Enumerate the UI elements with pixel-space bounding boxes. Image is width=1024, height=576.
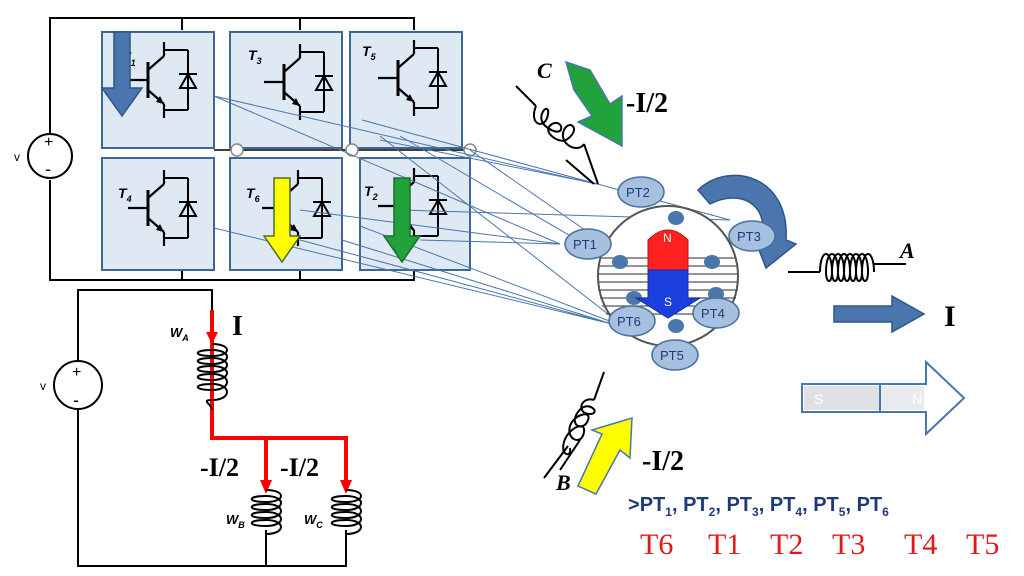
current-coil-c: -I/2 <box>626 88 668 119</box>
current-coil-a: I <box>944 300 956 333</box>
blue-arrow-coil-a <box>833 294 926 334</box>
current-wb: -I/2 <box>200 453 239 482</box>
sensor-pt3: PT3 <box>728 220 776 252</box>
svg-text:PT5: PT5 <box>660 348 684 363</box>
magnet-south-label: S <box>814 391 823 407</box>
sequence-switch-1: T6 <box>640 528 674 561</box>
svg-text:-: - <box>73 390 79 410</box>
coil-a <box>788 253 906 282</box>
sequence-switch-5: T4 <box>904 528 938 561</box>
svg-text:PT6: PT6 <box>617 314 641 329</box>
sequence-switch-2: T1 <box>708 528 742 561</box>
dc-source-bottom: + - v <box>40 360 103 410</box>
label-t6: T6 <box>246 185 261 204</box>
sensor-pt6: PT6 <box>608 305 656 337</box>
rotor-magnet: N S <box>634 229 702 319</box>
svg-text:v: v <box>14 150 20 164</box>
winding-circuit <box>77 289 362 567</box>
coil-c <box>515 85 599 185</box>
blue-arrow-t1 <box>100 31 144 118</box>
magnet-north-label: N <box>912 391 922 407</box>
sensor-sequence: >PT1, PT2, PT3, PT4, PT5, PT6 <box>628 494 889 519</box>
sequence-prefix: > <box>628 494 640 516</box>
rotor-south-label: S <box>664 295 672 309</box>
junction-nodes <box>230 143 477 157</box>
switch-panel-t5 <box>349 31 463 149</box>
switch-panel-t4 <box>101 157 215 271</box>
label-coil-a: A <box>898 238 915 263</box>
label-coil-b: B <box>555 470 571 495</box>
sensor-pt5: PT5 <box>651 339 699 371</box>
sequence-switch-6: T5 <box>966 528 1000 561</box>
label-t5: T5 <box>362 43 377 62</box>
svg-text:+: + <box>72 364 81 381</box>
green-arrow-coil-c <box>564 60 623 148</box>
switch-arrows <box>100 31 422 264</box>
svg-text:PT1: PT1 <box>573 237 597 252</box>
svg-text:PT3: PT3 <box>737 229 761 244</box>
sequence-switch-4: T3 <box>832 528 866 561</box>
label-t3: T3 <box>248 47 262 66</box>
svg-text:PT2: PT2 <box>626 185 650 200</box>
label-wa: WA <box>170 325 189 343</box>
current-wc: -I/2 <box>280 453 319 482</box>
yellow-arrow-t6 <box>262 177 302 264</box>
current-coil-b: -I/2 <box>642 446 684 477</box>
green-arrow-t2 <box>382 177 422 264</box>
svg-text:v: v <box>40 379 46 393</box>
yellow-arrow-coil-b <box>577 416 633 495</box>
label-t4: T4 <box>118 185 132 204</box>
signal-lines <box>213 95 731 337</box>
svg-text:PT4: PT4 <box>701 306 725 321</box>
switch-panel-t1 <box>101 31 215 149</box>
node-a <box>230 143 244 157</box>
coil-b <box>543 371 605 479</box>
sensor-pt1: PT1 <box>564 228 612 260</box>
svg-text:-: - <box>45 159 51 179</box>
svg-text:+: + <box>44 134 53 151</box>
sensor-pt2: PT2 <box>617 176 665 208</box>
node-b <box>345 143 359 157</box>
dc-source-top: + - v <box>14 133 73 179</box>
label-coil-c: C <box>537 58 552 83</box>
sequence-switch-3: T2 <box>770 528 804 561</box>
hall-sensors: PT2 PT1 PT3 PT4 PT6 PT5 <box>564 176 776 371</box>
label-t2: T2 <box>364 183 378 202</box>
label-wc: WC <box>304 512 323 530</box>
rotor-north-label: N <box>663 231 672 245</box>
label-wb: WB <box>226 512 245 530</box>
current-i-wa: I <box>232 311 243 342</box>
sensor-pt4: PT4 <box>692 297 740 329</box>
field-magnet-arrow: S N <box>801 359 966 437</box>
